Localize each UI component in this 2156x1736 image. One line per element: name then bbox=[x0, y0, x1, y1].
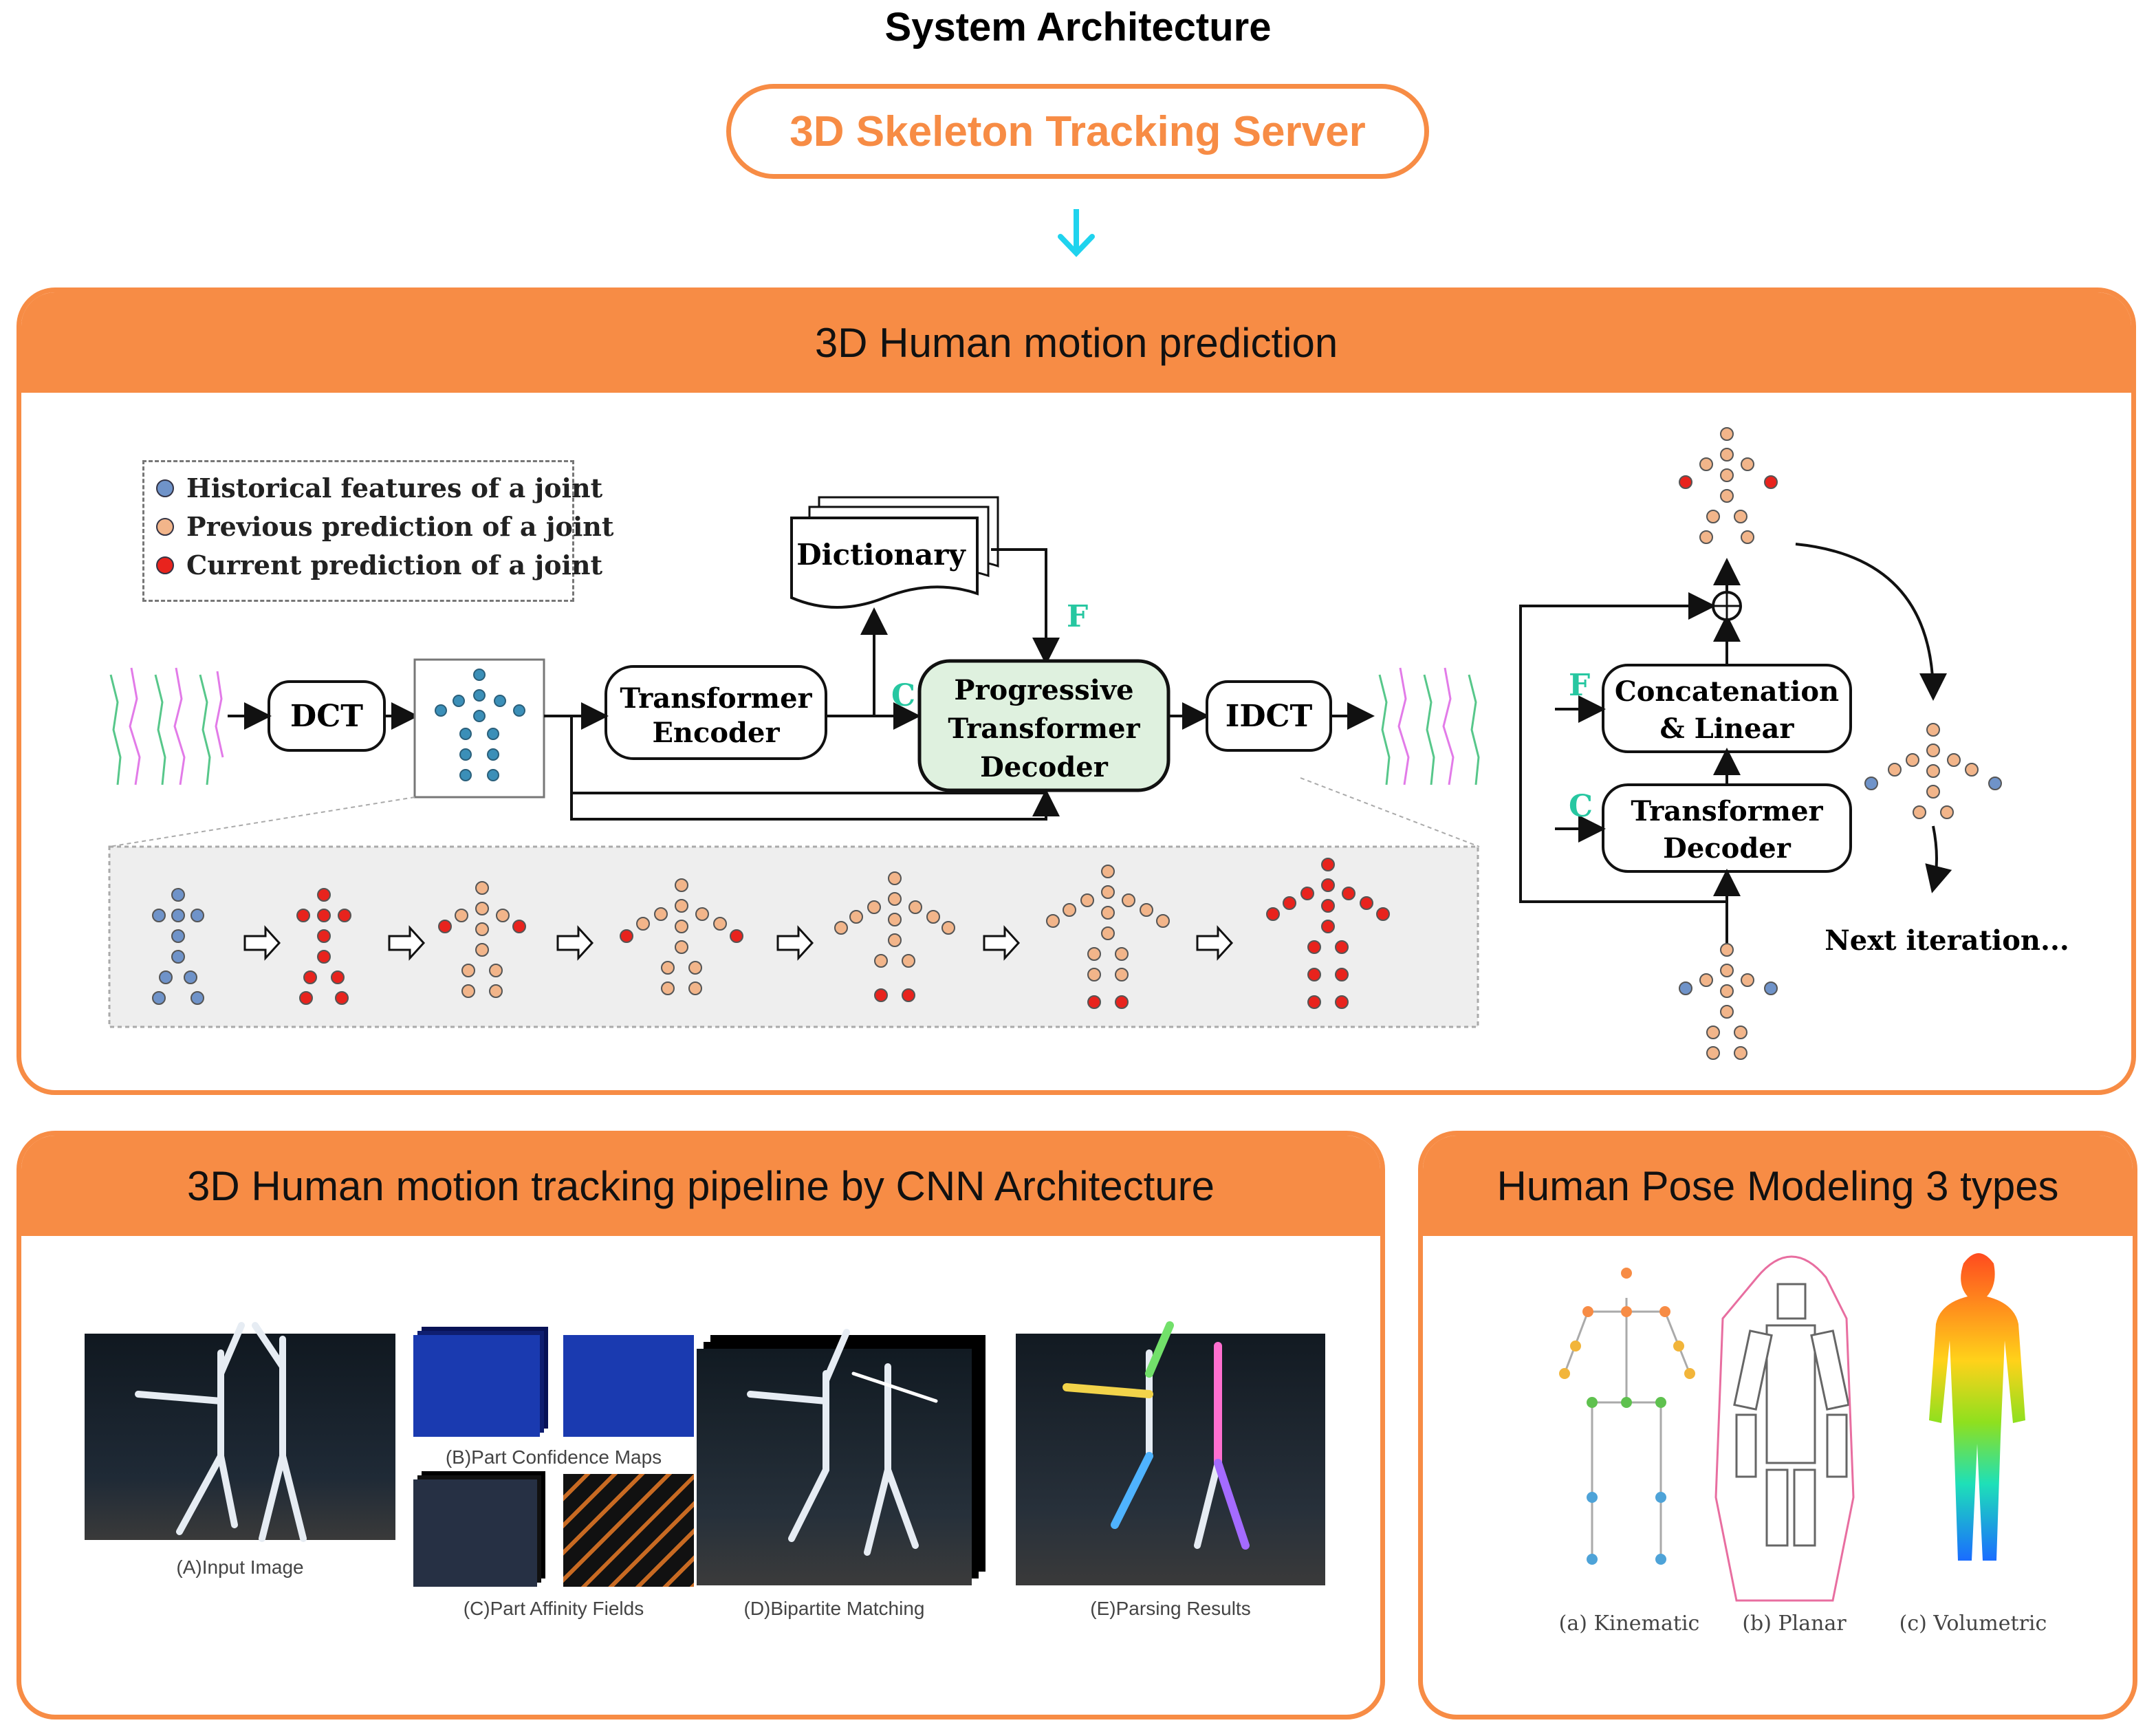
tdecoder-label-2: Decoder bbox=[1663, 832, 1792, 865]
caption-kinematic: (a) Kinematic bbox=[1558, 1612, 1700, 1636]
signal-f-label: F bbox=[1067, 599, 1088, 634]
kinematic-model bbox=[1559, 1268, 1695, 1565]
skeleton-icon bbox=[435, 669, 525, 781]
tracking-header: 3D Human motion tracking pipeline by CNN… bbox=[21, 1136, 1380, 1236]
signal-c-label: C bbox=[891, 678, 915, 713]
next-iteration-label: Next iteration... bbox=[1825, 924, 2069, 957]
tracking-illustration bbox=[135, 1321, 1250, 1556]
planar-model bbox=[1714, 1255, 1855, 1602]
input-motion-sketch bbox=[109, 667, 224, 785]
server-label: 3D Skeleton Tracking Server bbox=[790, 107, 1366, 155]
caption-input: (A)Input Image bbox=[176, 1556, 304, 1578]
affinity-field-2 bbox=[563, 1474, 694, 1587]
dictionary-box bbox=[790, 496, 999, 609]
progressive-skeleton-sequence bbox=[152, 858, 1390, 1009]
confidence-map-2 bbox=[563, 1335, 694, 1437]
page-title: System Architecture bbox=[884, 5, 1272, 50]
decoder-label-2: Transformer bbox=[948, 713, 1140, 745]
caption-confidence: (B)Part Confidence Maps bbox=[445, 1446, 662, 1468]
prediction-diagram: DCT Transformer Encoder Dictionary F bbox=[108, 427, 2069, 1060]
caption-parsing: (E)Parsing Results bbox=[1090, 1598, 1251, 1619]
signal-f-label-right: F bbox=[1569, 668, 1590, 703]
modeling-header: Human Pose Modeling 3 types bbox=[1423, 1136, 2133, 1236]
prediction-title: 3D Human motion prediction bbox=[814, 319, 1338, 366]
confidence-map-1 bbox=[413, 1335, 540, 1437]
pose-models bbox=[1559, 1253, 2025, 1602]
idct-label: IDCT bbox=[1226, 699, 1313, 734]
caption-affinity: (C)Part Affinity Fields bbox=[463, 1598, 644, 1619]
right-skeleton-mid bbox=[1864, 723, 2002, 819]
decoder-label-1: Progressive bbox=[954, 674, 1133, 706]
modeling-panel: Human Pose Modeling 3 types bbox=[1418, 1131, 2137, 1719]
caption-planar: (b) Planar bbox=[1742, 1612, 1847, 1636]
dictionary-label: Dictionary bbox=[796, 538, 966, 572]
tdecoder-label-1: Transformer bbox=[1631, 795, 1823, 827]
skeleton-frame bbox=[413, 658, 545, 799]
caption-matching: (D)Bipartite Matching bbox=[743, 1598, 925, 1619]
encoder-label-1: Transformer bbox=[620, 682, 812, 715]
tracking-panel: 3D Human motion tracking pipeline by CNN… bbox=[17, 1131, 1385, 1719]
legend bbox=[142, 460, 574, 602]
concat-label-1: Concatenation bbox=[1615, 675, 1839, 708]
legend-item-previous: Previous prediction of a joint bbox=[156, 511, 613, 542]
legend-item-current: Current prediction of a joint bbox=[156, 550, 602, 581]
encoder-label-2: Encoder bbox=[652, 717, 780, 749]
joint-dot-icon bbox=[156, 517, 174, 536]
signal-c-label-right: C bbox=[1569, 789, 1593, 824]
right-skeleton-bottom bbox=[1679, 943, 1778, 1060]
right-skeleton-top bbox=[1679, 427, 1778, 544]
affinity-field-1 bbox=[413, 1479, 537, 1587]
modeling-title: Human Pose Modeling 3 types bbox=[1496, 1162, 2059, 1209]
tracking-title: 3D Human motion tracking pipeline by CNN… bbox=[187, 1162, 1215, 1209]
legend-item-historical: Historical features of a joint bbox=[156, 473, 602, 503]
server-box: 3D Skeleton Tracking Server bbox=[726, 84, 1429, 179]
parsing-image bbox=[1016, 1334, 1325, 1585]
prediction-header: 3D Human motion prediction bbox=[21, 292, 2131, 393]
dct-label: DCT bbox=[290, 699, 363, 734]
output-motion-sketch bbox=[1378, 667, 1480, 785]
prediction-panel: 3D Human motion prediction Historical fe… bbox=[17, 287, 2136, 1095]
input-image bbox=[85, 1334, 395, 1540]
matching-image bbox=[697, 1349, 972, 1585]
caption-volumetric: (c) Volumetric bbox=[1899, 1612, 2047, 1636]
joint-dot-icon bbox=[156, 479, 174, 497]
down-arrow-icon bbox=[1058, 209, 1095, 257]
joint-dot-icon bbox=[156, 556, 174, 574]
decoder-label-3: Decoder bbox=[980, 751, 1109, 783]
concat-label-2: & Linear bbox=[1660, 713, 1795, 745]
volumetric-model bbox=[1929, 1253, 2025, 1561]
